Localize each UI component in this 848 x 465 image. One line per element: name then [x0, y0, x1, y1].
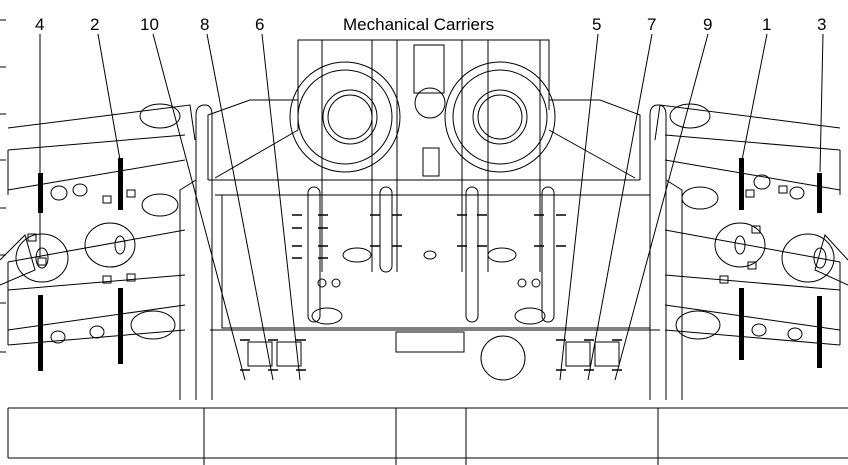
right-angled-carriers: [655, 104, 848, 345]
center-chassis: [180, 40, 682, 400]
left-edge-ticks: [0, 20, 6, 352]
callout-label-3: 3: [817, 15, 827, 34]
callout-label-8: 8: [200, 15, 210, 34]
panel-fasteners: [240, 215, 622, 370]
base-table: [8, 408, 848, 465]
callout-label-10: 10: [140, 15, 159, 34]
callout-label-4: 4: [35, 15, 45, 34]
left-angled-carriers: [0, 104, 195, 345]
callout-label-5: 5: [592, 15, 602, 34]
callout-label-9: 9: [703, 15, 713, 34]
diagram-title: Mechanical Carriers: [343, 15, 495, 34]
callout-label-7: 7: [647, 15, 657, 34]
right-carrier-bars: [739, 158, 822, 368]
callout-label-1: 1: [762, 15, 772, 34]
callout-leaders: [40, 34, 823, 380]
callout-label-2: 2: [90, 15, 100, 34]
callout-label-6: 6: [255, 15, 265, 34]
